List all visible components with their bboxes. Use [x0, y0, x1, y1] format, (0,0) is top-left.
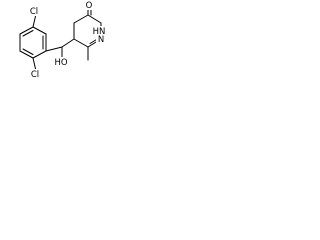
bond-c-cl-top [32, 13, 37, 28]
bond [32, 50, 47, 59]
ring-n-label: N [98, 35, 104, 45]
hydroxyl-label: HO [54, 58, 67, 68]
chlorine-label-top: Cl [30, 7, 38, 17]
bond [19, 50, 34, 59]
bond [73, 38, 89, 48]
carbonyl-oxygen-label: O [86, 1, 93, 11]
dichlorophenyl-ring [19, 26, 47, 59]
bond [19, 26, 34, 35]
double-bond-inner [22, 30, 34, 37]
bond-carbinol-ring [61, 38, 75, 48]
ring-nh-label: HN [93, 27, 106, 37]
bond [32, 26, 47, 35]
bond-aryl-carbinol [45, 46, 63, 52]
chemical-structure: Cl Cl HO HN N O [19, 0, 107, 80]
pyridazinone-ring [73, 14, 102, 48]
chlorine-label-bottom: Cl [31, 70, 39, 80]
bond-c-cl-bottom [32, 57, 37, 72]
bond [87, 14, 102, 24]
bond [73, 14, 89, 24]
double-bond-inner [22, 48, 34, 55]
